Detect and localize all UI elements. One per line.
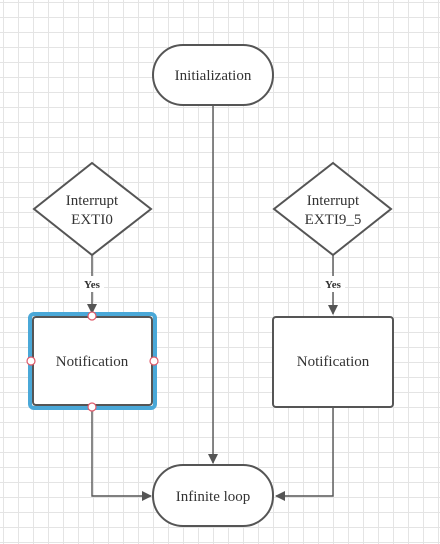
infinite-loop-label: Infinite loop	[176, 489, 251, 505]
edge-label-yes-exti9-5: Yes	[325, 279, 342, 291]
edge-notification-right-to-infinite-loop[interactable]	[275, 407, 334, 501]
node-infinite-loop[interactable]: Infinite loop	[152, 464, 274, 527]
interrupt-exti9-5-label-line2: EXTI9_5	[305, 212, 362, 228]
interrupt-exti0-shape	[32, 161, 153, 257]
infinite-loop-shape	[152, 464, 274, 527]
resize-handle-top[interactable]	[87, 311, 97, 321]
edges: Yes Yes	[80, 105, 345, 501]
edge-notification-left-to-infinite-loop[interactable]	[91, 407, 152, 501]
interrupt-exti0-label-line2: EXTI0	[71, 212, 113, 228]
node-notification-left[interactable]: Notification	[26, 311, 159, 412]
notification-right-shape	[272, 316, 394, 408]
resize-handle-left[interactable]	[26, 356, 36, 366]
edge-label-yes-exti0: Yes	[84, 279, 101, 291]
initialization-shape	[152, 44, 274, 106]
node-initialization[interactable]: Initialization	[152, 44, 274, 106]
node-notification-right[interactable]: Notification	[272, 316, 394, 408]
selection-handles[interactable]	[26, 311, 159, 412]
resize-handle-right[interactable]	[149, 356, 159, 366]
node-interrupt-exti9-5[interactable]: Interrupt EXTI9_5	[272, 161, 393, 257]
initialization-label: Initialization	[175, 68, 252, 84]
interrupt-exti9-5-label-line1: Interrupt	[307, 193, 360, 209]
notification-left-label: Notification	[56, 354, 129, 370]
edge-label-bg	[321, 276, 345, 292]
interrupt-exti0-label-line1: Interrupt	[66, 193, 119, 209]
notification-right-label: Notification	[297, 354, 370, 370]
edge-label-bg	[80, 276, 104, 292]
resize-handle-bottom[interactable]	[87, 402, 97, 412]
interrupt-exti9-5-shape	[272, 161, 393, 257]
node-interrupt-exti0[interactable]: Interrupt EXTI0	[32, 161, 153, 257]
